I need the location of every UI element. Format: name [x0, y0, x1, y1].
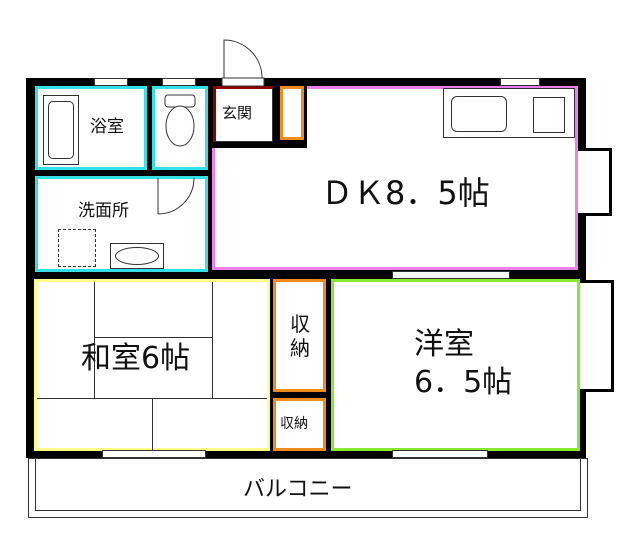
bay-window-dk[interactable] [578, 148, 612, 216]
kitchen-sink-icon [451, 96, 507, 132]
window-toilet[interactable] [162, 78, 196, 86]
tatami-mid [94, 337, 213, 338]
balcony: バルコニー [28, 458, 588, 518]
storage-small-label: 収納 [280, 416, 308, 432]
room-label-balcony: バルコニー [243, 477, 353, 502]
window-western-top[interactable] [392, 271, 510, 279]
window-japanese[interactable] [102, 450, 206, 458]
room-washroom: 洗面所 [35, 176, 208, 272]
window-western-bottom[interactable] [392, 450, 488, 458]
bathtub-icon [43, 95, 79, 165]
toilet-icon [164, 94, 196, 147]
bathtub-inner [48, 101, 74, 159]
room-label-western-2: 6．5帖 [414, 365, 513, 400]
kitchen-counter [443, 88, 575, 138]
window-bath[interactable] [94, 78, 128, 86]
storage-large-label-1: 収 [290, 312, 310, 336]
storage-large-label-2: 納 [290, 336, 310, 360]
room-label-dk: ＤＫ8．5帖 [321, 174, 490, 212]
tatami-lines [94, 282, 213, 398]
room-western: 洋室 6．5帖 [331, 279, 580, 451]
bay-window-western[interactable] [580, 280, 614, 392]
washing-machine-pan-icon [58, 229, 96, 267]
room-label-japanese: 和室6帖 [81, 341, 191, 376]
room-japanese: 和室6帖 [34, 279, 270, 454]
window-kitchen[interactable] [500, 78, 540, 86]
room-label-western-1: 洋室 [414, 327, 474, 362]
room-bath: 浴室 [35, 86, 147, 170]
room-label-entrance: 玄関 [222, 104, 253, 122]
tatami-bottom-mid [152, 398, 153, 454]
storage-small: 収納 [273, 398, 326, 451]
door-washroom [157, 177, 195, 215]
room-toilet [152, 86, 208, 170]
shoe-closet [280, 86, 304, 140]
door-entrance[interactable] [221, 38, 282, 88]
room-entrance: 玄関 [213, 86, 273, 142]
storage-large: 収 納 [273, 279, 326, 392]
room-label-washroom: 洗面所 [78, 201, 129, 221]
washbasin-icon [110, 243, 164, 269]
stove-icon [533, 97, 565, 133]
room-label-bath: 浴室 [90, 117, 124, 137]
